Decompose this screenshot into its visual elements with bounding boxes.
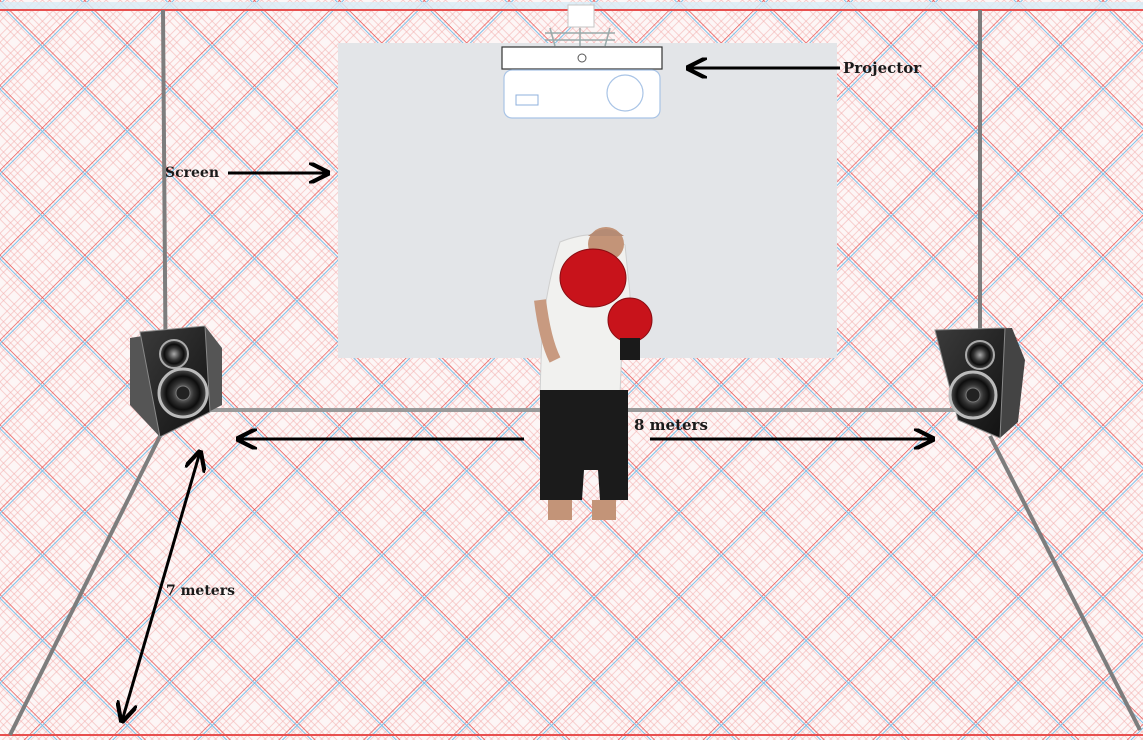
screen-label: Screen (165, 165, 219, 181)
projector-label: Projector (843, 59, 922, 77)
depth-label: 7 meters (166, 583, 235, 599)
width-label: 8 meters (634, 416, 708, 434)
